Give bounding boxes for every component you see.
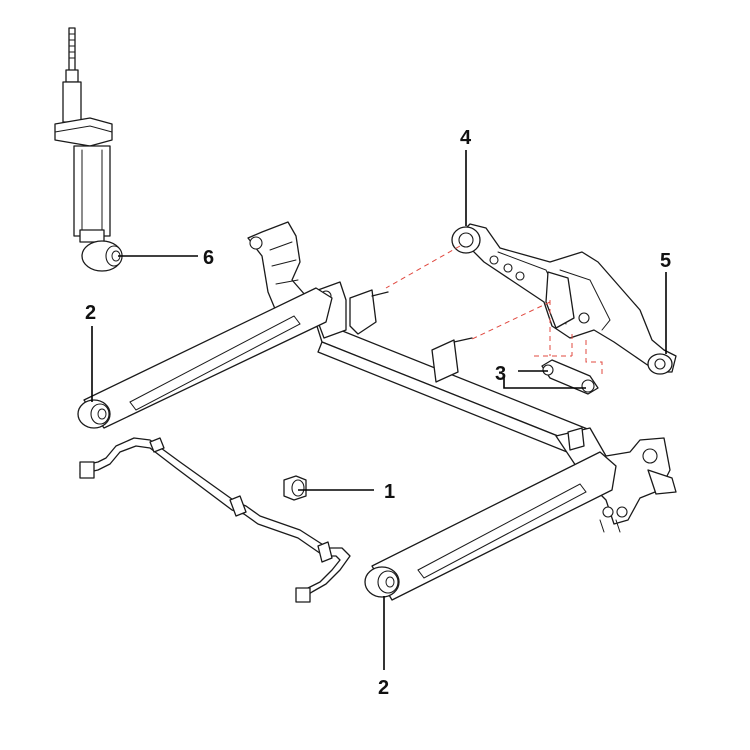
assembly-guide-lines: [385, 245, 603, 378]
shock-absorber: [54, 27, 123, 272]
rear-axle-beam: [247, 221, 677, 533]
bushing-part-1: [283, 475, 307, 501]
leader-3b: [503, 376, 586, 389]
callout-2-right: 2: [378, 677, 389, 699]
callout-6: 6: [203, 247, 214, 269]
callout-3: 3: [495, 363, 506, 385]
left-trailing-arm: [77, 287, 333, 429]
right-trailing-arm: [364, 451, 617, 601]
callout-2-left: 2: [85, 302, 96, 324]
callout-5: 5: [660, 250, 671, 272]
callout-4: 4: [460, 127, 472, 149]
stabilizer-bar: [79, 437, 351, 603]
lateral-link-part-3: [541, 359, 599, 395]
callout-1: 1: [384, 481, 395, 503]
leader-lines: [91, 150, 667, 670]
upper-control-arm: [451, 223, 677, 375]
